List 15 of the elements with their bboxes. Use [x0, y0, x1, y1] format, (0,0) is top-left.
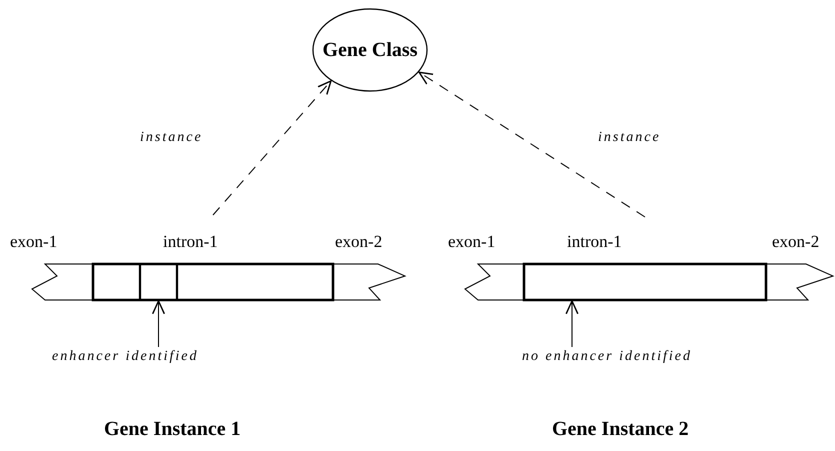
instance-arrow	[418, 72, 646, 218]
region-label: intron-1	[567, 232, 622, 252]
region-label: exon-1	[448, 232, 496, 252]
region-label: exon-2	[772, 232, 820, 252]
region-label: exon-2	[335, 232, 382, 252]
annotation-text: enhancer identified	[52, 349, 198, 365]
instance-title: Gene Instance 1	[104, 418, 241, 441]
instance-arrow	[212, 80, 332, 216]
instance-title: Gene Instance 2	[552, 418, 689, 441]
class-name: Gene Class	[322, 40, 418, 60]
region-label: intron-1	[163, 232, 218, 252]
region-label: exon-1	[10, 232, 58, 252]
annotation-text: no enhancer identified	[522, 349, 692, 365]
leader-line	[152, 300, 166, 348]
leader-line	[565, 300, 579, 348]
